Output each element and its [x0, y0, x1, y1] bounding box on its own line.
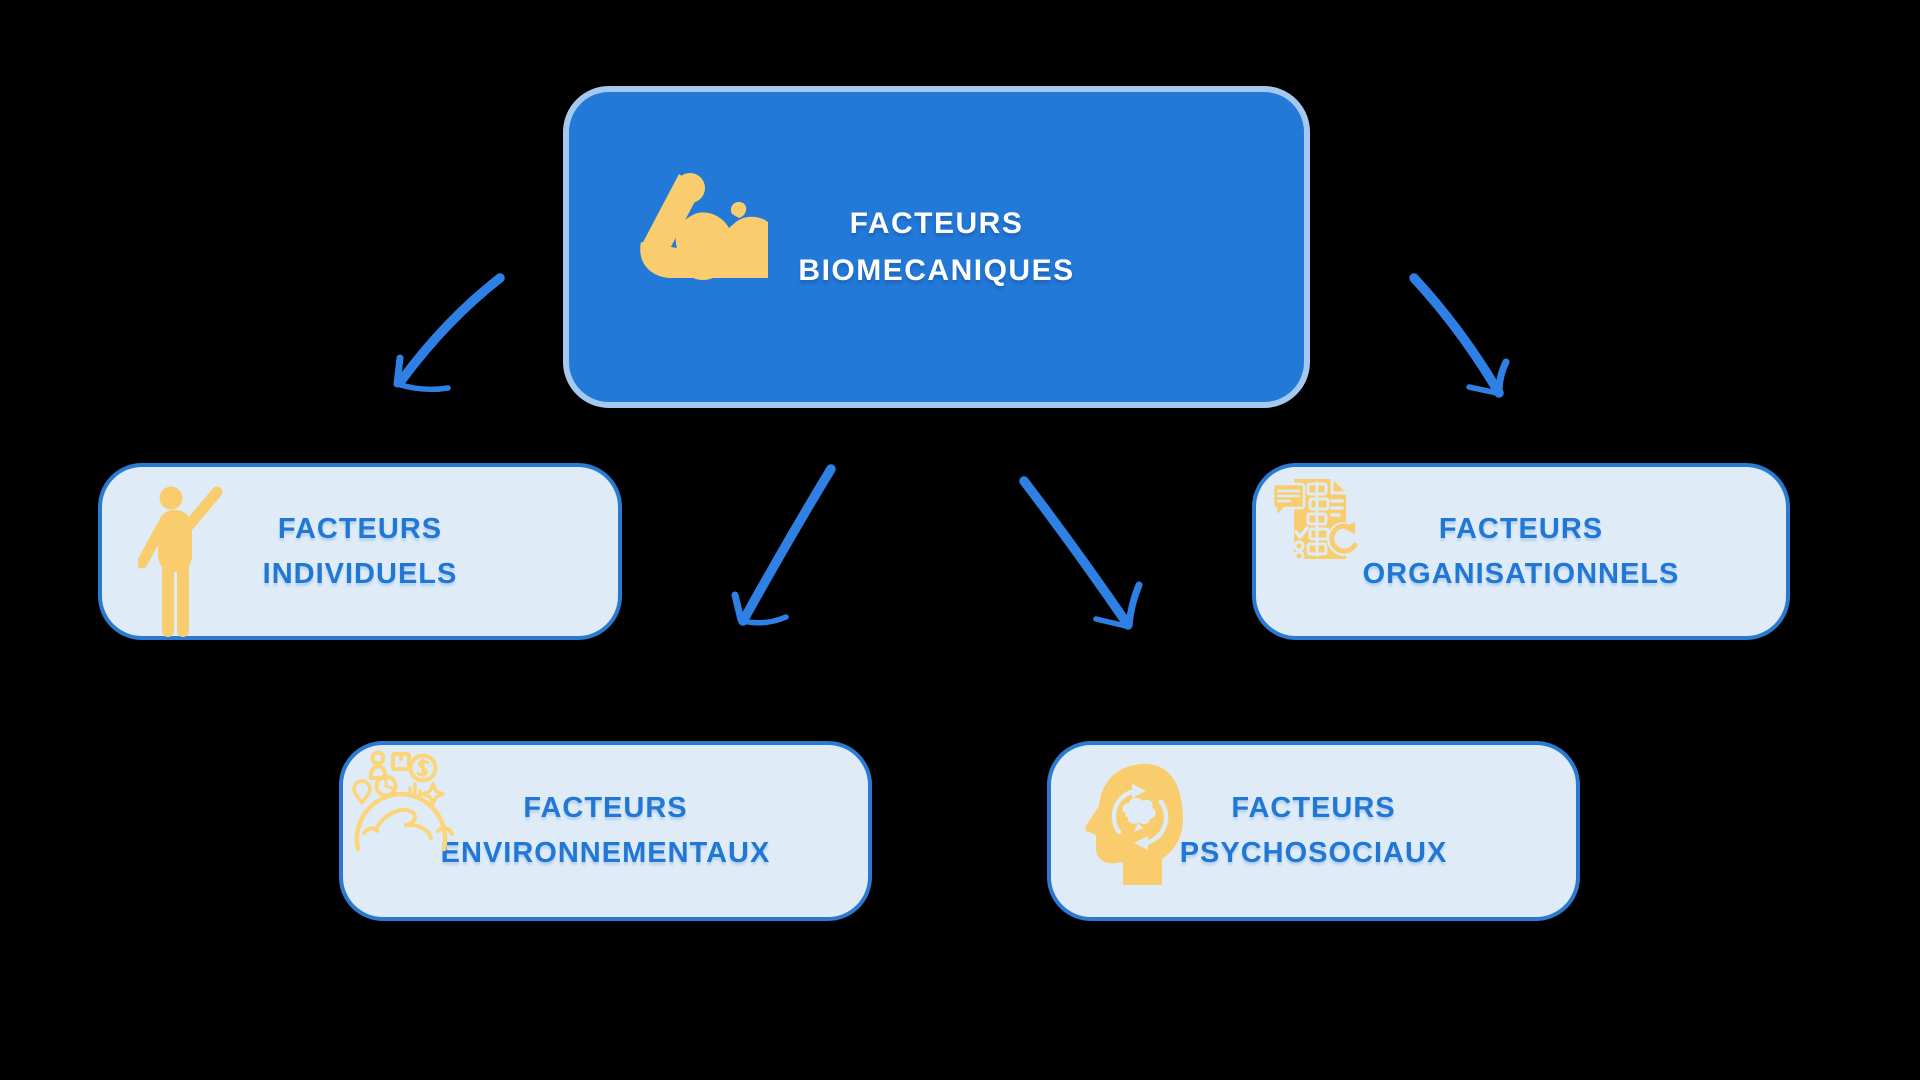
documents-workflow-icon: [1271, 477, 1361, 562]
node-title: FACTEURS ENVIRONNEMENTAUX: [441, 786, 771, 876]
title-line: PSYCHOSOCIAUX: [1179, 837, 1448, 869]
node-facteurs-environnementaux: FACTEURS ENVIRONNEMENTAUX: [339, 741, 872, 921]
title-line: FACTEURS: [523, 792, 688, 824]
title-line: INDIVIDUELS: [262, 557, 458, 590]
title-line: BIOMECANIQUES: [798, 254, 1075, 287]
title-line: FACTEURS: [849, 207, 1024, 240]
title-line: FACTEURS: [1231, 792, 1396, 824]
head-mind-cycle-icon: [1085, 763, 1184, 885]
node-title: FACTEURS ORGANISATIONNELS: [1363, 507, 1680, 597]
arrow-to-facteurs-organisationnels: [1409, 273, 1510, 398]
title-line: FACTEURS: [277, 512, 443, 545]
title-line: ENVIRONNEMENTAUX: [440, 837, 771, 869]
node-title: FACTEURS INDIVIDUELS: [263, 507, 458, 597]
node-facteurs-individuels: FACTEURS INDIVIDUELS: [98, 463, 622, 640]
person-waving-icon: [138, 486, 223, 637]
node-facteurs-biomecaniques: FACTEURS BIOMECANIQUES: [563, 86, 1310, 408]
node-title: FACTEURS PSYCHOSOCIAUX: [1180, 786, 1448, 876]
arrow-to-facteurs-psychosociaux: [1019, 476, 1143, 630]
arrow-to-facteurs-individuels: [393, 273, 505, 393]
muscle-arm-icon: [640, 173, 768, 280]
title-line: FACTEURS: [1438, 512, 1604, 545]
arrow-to-facteurs-environnementaux: [731, 464, 836, 626]
node-title: FACTEURS BIOMECANIQUES: [798, 200, 1074, 294]
node-facteurs-psychosociaux: FACTEURS PSYCHOSOCIAUX: [1047, 741, 1580, 921]
node-facteurs-organisationnels: FACTEURS ORGANISATIONNELS: [1252, 463, 1790, 640]
globe-economy-icon: [352, 750, 454, 852]
title-line: ORGANISATIONNELS: [1362, 557, 1680, 590]
